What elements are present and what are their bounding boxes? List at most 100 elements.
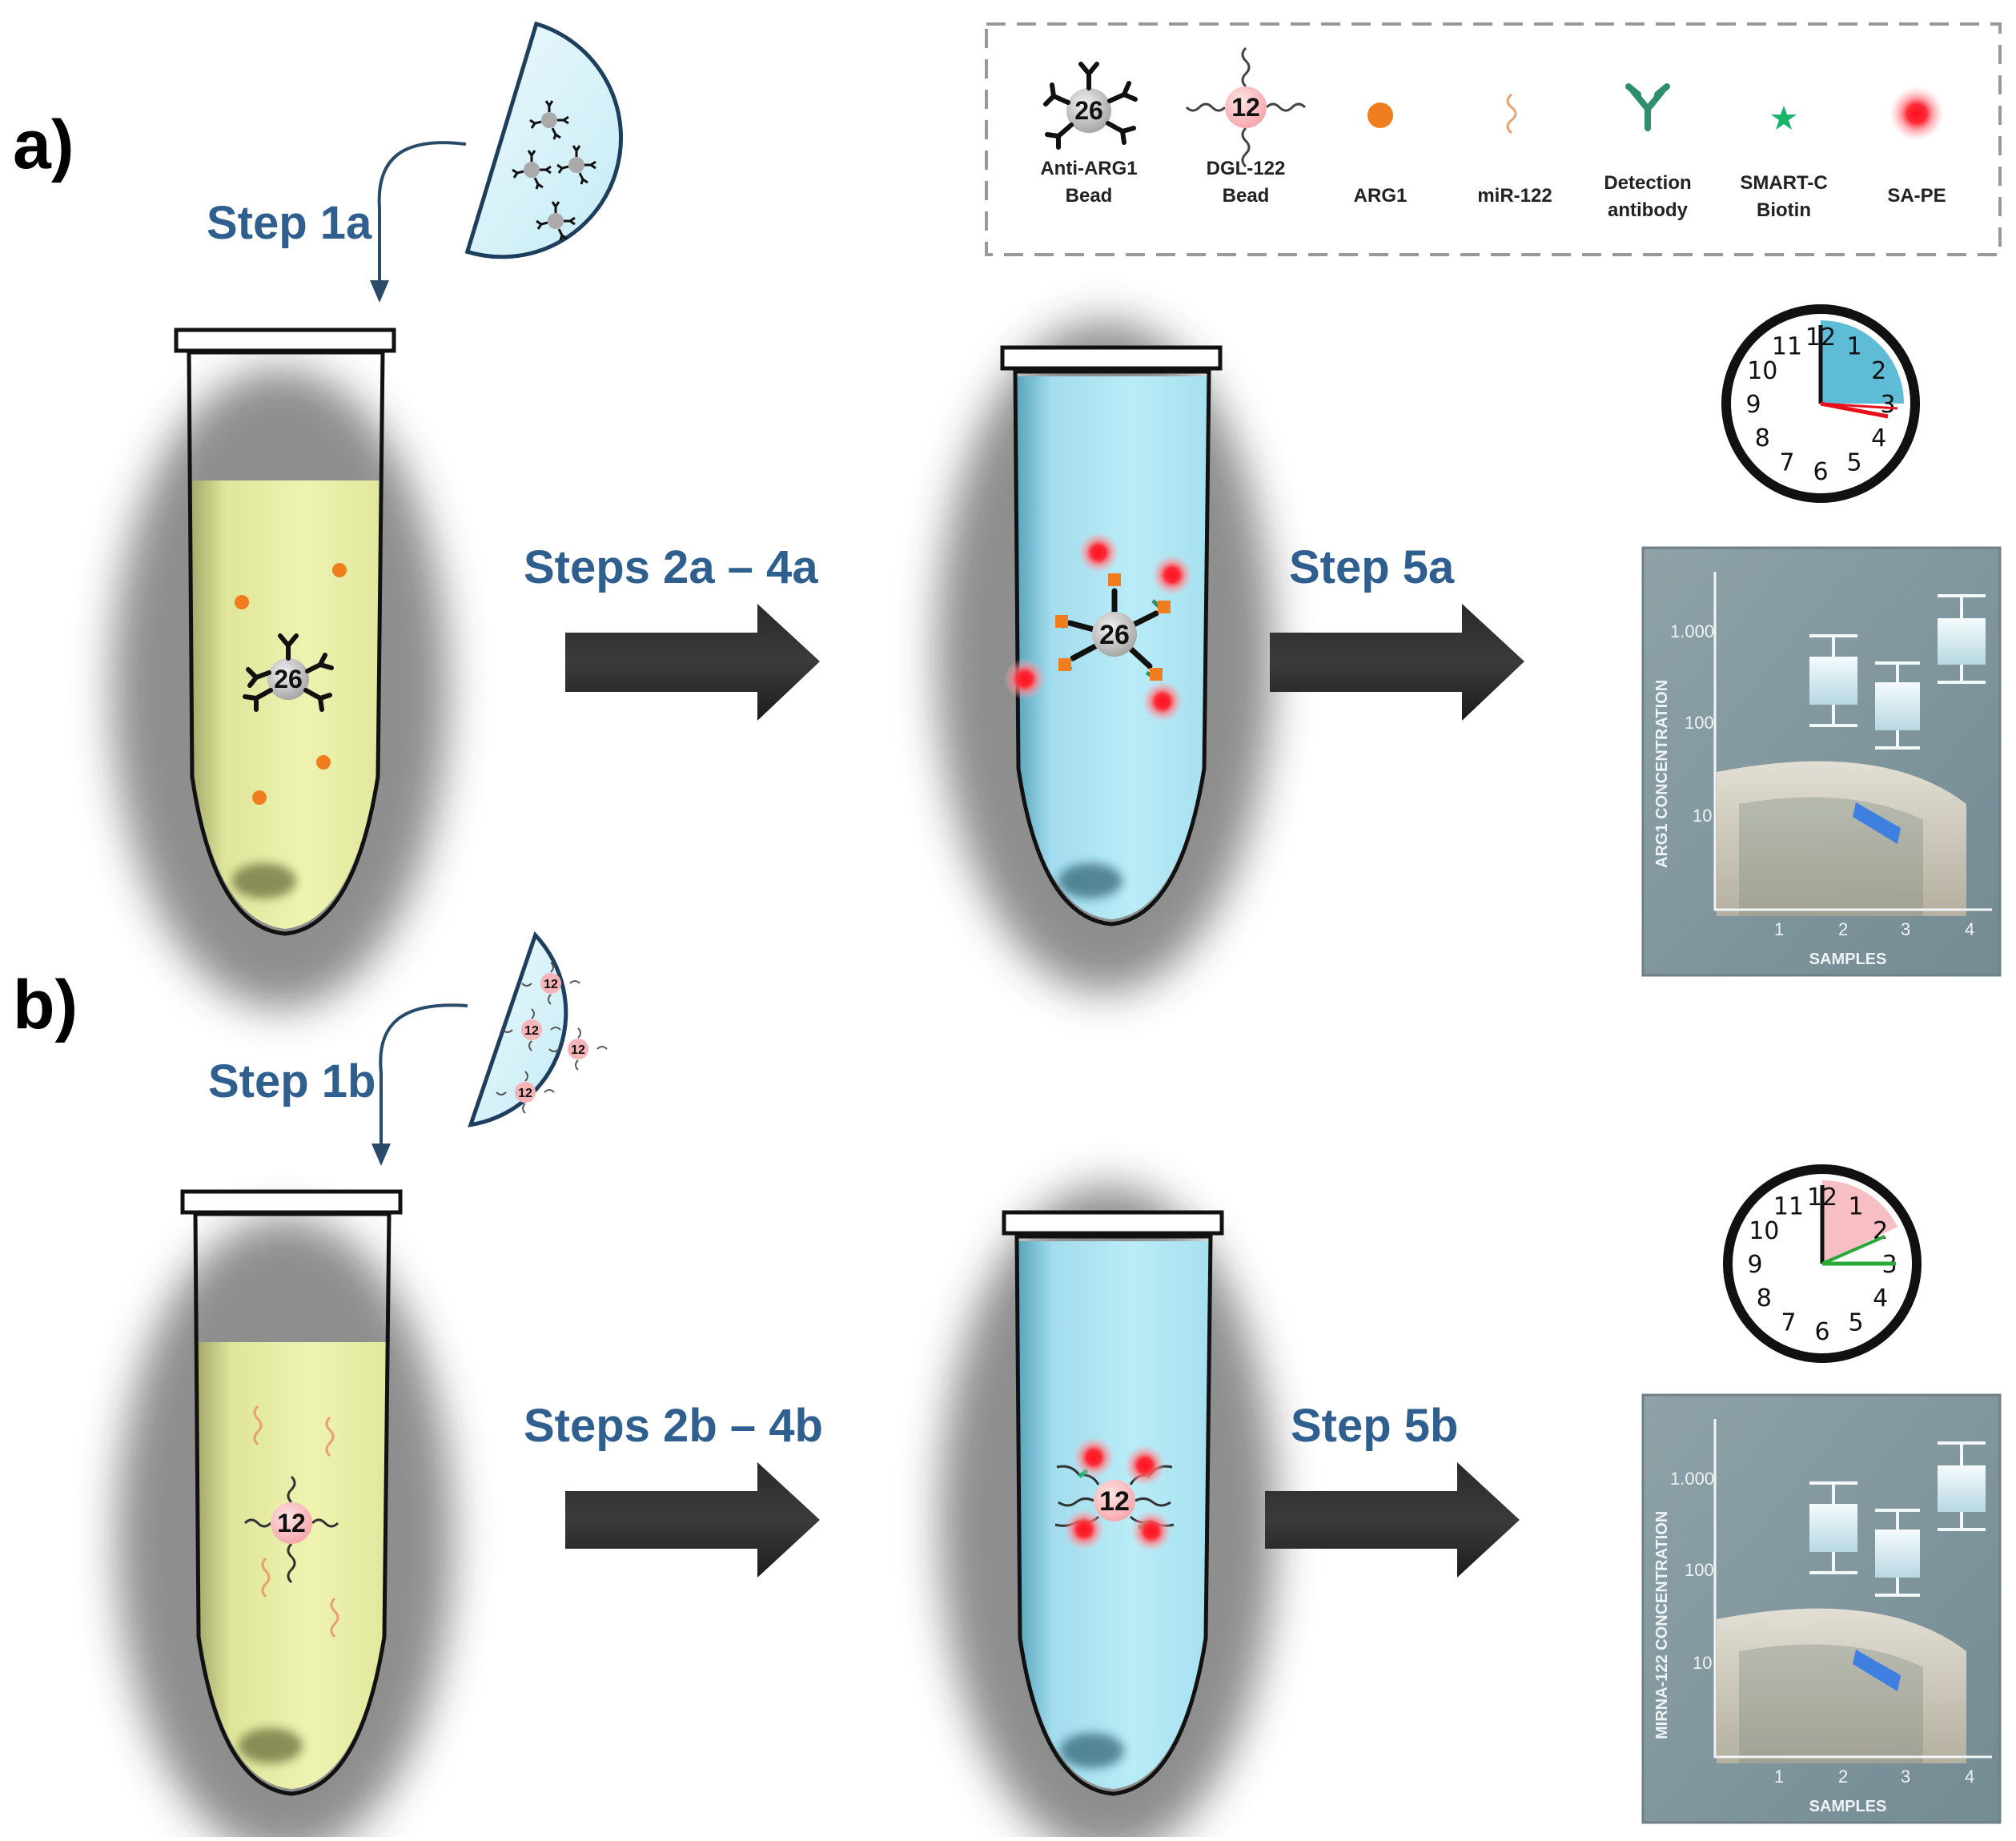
legend-arg1-label: ARG1 (1354, 185, 1408, 207)
dish-a-beads (512, 100, 596, 241)
panel-a-bead-dish (464, 21, 623, 259)
clock-b-numeral-7: 7 (1781, 1309, 1796, 1337)
panel-a-process-arrow-1 (565, 604, 820, 721)
clock-a-numeral-3: 3 (1880, 391, 1895, 419)
panel-a-tube-reacted: 26 (937, 320, 1273, 993)
panel-a-result-chart: 1.000 100 10 1 2 3 4 SAMPLES ARG1 CONCEN… (1641, 546, 2002, 977)
tube-a2-bead-number: 26 (1099, 620, 1130, 650)
clock-b-numeral-6: 6 (1814, 1318, 1829, 1346)
legend-anti-arg1-label-2: Bead (1066, 185, 1113, 207)
chart-a-xtick-1: 1 (1774, 919, 1784, 939)
chart-b-xlabel: SAMPLES (1809, 1798, 1887, 1815)
legend-mir122-strand-icon (1506, 93, 1517, 135)
clock-a-numeral-7: 7 (1779, 449, 1794, 477)
panel-b-result-chart: 1.000 100 10 1 2 3 4 SAMPLES MIRNA-122 C… (1641, 1393, 2002, 1824)
panel-b-tube-reacted: 12 (940, 1185, 1276, 1841)
panel-b-steps-mid: Steps 2b – 4b (524, 1400, 823, 1452)
legend-sa-pe-label: SA-PE (1887, 185, 1946, 207)
clock-a-numeral-8: 8 (1755, 424, 1770, 452)
legend-dgl122-label-2: Bead (1223, 185, 1270, 207)
legend-dgl122-label-1: DGL-122 (1207, 158, 1286, 179)
dish-b-bead-number-3: 12 (571, 1043, 585, 1057)
chart-a-ylabel: ARG1 CONCENTRATION (1653, 680, 1671, 868)
chart-a-ytick-10: 10 (1693, 806, 1712, 826)
legend-sa-pe-glow-icon (1889, 86, 1944, 141)
tube-b2-bead-complex: 12 (1054, 1437, 1175, 1552)
clock-a-numeral-2: 2 (1871, 357, 1886, 385)
legend: 26 Anti-ARG1 Bead 12 DGL-122 Bead ARG1 m… (985, 22, 2002, 256)
panel-b-clock-icon: 121234567891011 (1723, 1164, 1922, 1363)
clock-b-numeral-10: 10 (1749, 1217, 1779, 1245)
chart-b-boxplots (1809, 1441, 1986, 1597)
legend-border (985, 22, 2002, 256)
legend-dgl122-bead-number: 12 (1231, 93, 1260, 122)
chart-b-xtick-1: 1 (1774, 1767, 1784, 1787)
dish-b-beads: 12 12 12 12 (496, 962, 608, 1114)
clock-a-numeral-6: 6 (1813, 458, 1828, 486)
panel-a-tube-sample: 26 (112, 328, 448, 1009)
panel-b-bead-dish: 12 12 12 12 (468, 931, 608, 1128)
chart-b-ylabel: MIRNA-122 CONCENTRATION (1653, 1511, 1671, 1739)
clock-a-numeral-9: 9 (1745, 391, 1761, 419)
dish-b-bead-number-1: 12 (544, 978, 558, 991)
chart-a-xtick-4: 4 (1965, 919, 1974, 939)
chart-a-ytick-1000: 1.000 (1670, 621, 1714, 641)
legend-arg1-dot-icon (1367, 103, 1393, 128)
clock-a-numeral-11: 11 (1772, 332, 1802, 360)
panel-a-steps-mid: Steps 2a – 4a (524, 541, 818, 593)
clock-a-numeral-10: 10 (1747, 357, 1777, 385)
legend-anti-arg1-label-1: Anti-ARG1 (1040, 158, 1137, 179)
chart-b-ytick-1000: 1.000 (1670, 1469, 1714, 1489)
chart-a-boxplots (1809, 594, 1986, 750)
legend-mir122-label: miR-122 (1477, 185, 1552, 207)
clock-b-numeral-11: 11 (1773, 1192, 1804, 1220)
legend-detection-label-2: antibody (1608, 199, 1689, 221)
chart-b-xtick-4: 4 (1965, 1767, 1974, 1787)
panel-a-label: a) (13, 107, 74, 183)
panel-a-step-5: Step 5a (1289, 541, 1455, 593)
tube-b1-bead-number: 12 (277, 1509, 306, 1538)
tube-a1-anti-arg1-bead-icon: 26 (243, 633, 334, 712)
clock-a-numeral-4: 4 (1871, 424, 1886, 452)
legend-smart-c-star-icon (1771, 106, 1797, 130)
panel-a-pour-arrow (377, 141, 467, 282)
panel-a-step-1: Step 1a (207, 197, 372, 249)
clock-b-numeral-5: 5 (1848, 1309, 1863, 1337)
panel-b-process-arrow-1 (565, 1462, 820, 1578)
chart-b-xtick-2: 2 (1838, 1767, 1848, 1787)
tube-a2-bead-complex: 26 (1004, 532, 1193, 722)
dish-b-bead-number-2: 12 (524, 1024, 539, 1038)
panel-b-step-1: Step 1b (208, 1055, 376, 1107)
panel-b-pour-arrow (379, 1003, 468, 1145)
tube-b2-bead-number: 12 (1099, 1486, 1130, 1517)
chart-b-xtick-3: 3 (1901, 1767, 1910, 1787)
legend-detection-label-1: Detection (1604, 172, 1691, 194)
chart-a-xtick-3: 3 (1901, 919, 1910, 939)
clock-b-numeral-4: 4 (1873, 1284, 1888, 1312)
panel-b-label: b) (13, 967, 78, 1043)
chart-a-xtick-2: 2 (1838, 919, 1848, 939)
tube-a1-bead-number: 26 (274, 665, 303, 693)
chart-b-ytick-100: 100 (1685, 1560, 1714, 1580)
tube-b1-dgl122-bead-icon: 12 (243, 1475, 339, 1584)
panel-a-process-arrow-2 (1270, 604, 1524, 721)
dish-b-bead-number-4: 12 (518, 1087, 532, 1100)
panel-b-step-5: Step 5b (1291, 1400, 1459, 1452)
panel-b-tube-sample: 12 (117, 1189, 453, 1841)
panel-b-pour-arrowhead (371, 1144, 391, 1166)
chart-b-ytick-10: 10 (1693, 1653, 1712, 1673)
legend-detection-antibody-icon (1625, 83, 1670, 131)
chart-a-ytick-100: 100 (1685, 713, 1714, 733)
legend-dgl122-bead-icon: 12 (1185, 46, 1307, 168)
panel-b-process-arrow-2 (1265, 1462, 1520, 1578)
chart-a-xlabel: SAMPLES (1809, 951, 1887, 968)
clock-a-numeral-1: 1 (1846, 332, 1861, 360)
legend-anti-arg1-bead-icon: 26 (1043, 62, 1138, 150)
clock-b-numeral-8: 8 (1757, 1284, 1772, 1312)
clock-b-numeral-9: 9 (1747, 1251, 1762, 1279)
panel-a-clock-icon: 121234567891011 (1721, 304, 1920, 503)
legend-smart-c-label-1: SMART-C (1740, 172, 1827, 194)
legend-smart-c-label-2: Biotin (1757, 199, 1811, 221)
